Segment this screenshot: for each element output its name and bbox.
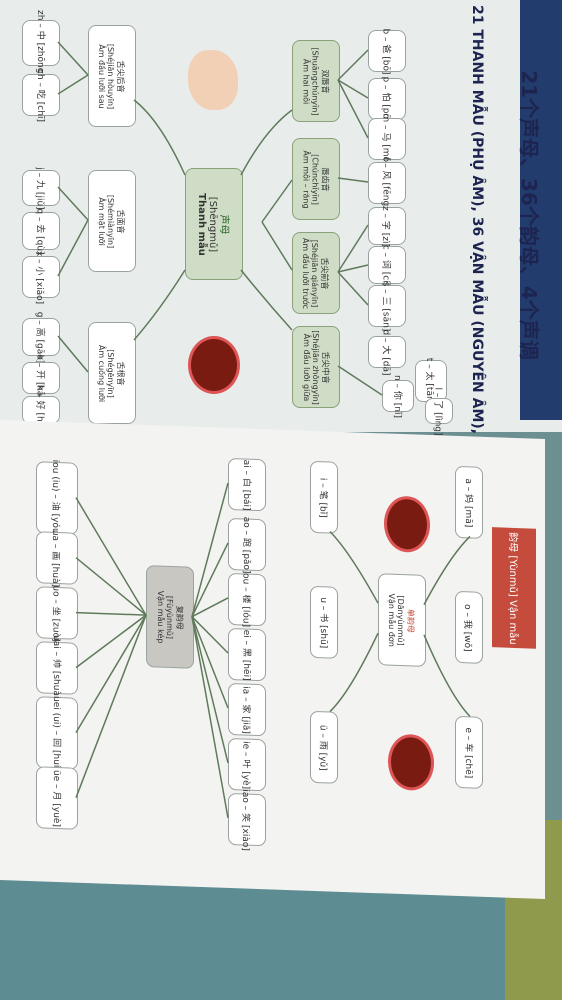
initial-item: d – 大 [dā] bbox=[368, 329, 406, 375]
face-illustration bbox=[188, 50, 238, 110]
initial-item: l – 了 [lìng] bbox=[425, 387, 453, 435]
connector-lines bbox=[57, 41, 383, 396]
initial-item: c – 词 [cí] bbox=[368, 244, 406, 286]
initial-item: m – 马 [mō] bbox=[368, 113, 406, 165]
connector-lines bbox=[75, 482, 471, 819]
group-node: 舌尖后音[Shéjiān hòuyīn]Âm đầu lưỡi sau bbox=[88, 25, 136, 127]
initial-item: z – 字 [zì] bbox=[368, 205, 406, 247]
initial-item: g – 高 [gāo] bbox=[22, 311, 60, 363]
title-band bbox=[520, 0, 562, 420]
initial-item: q – 去 [qù] bbox=[22, 208, 60, 254]
initial-item: j – 九 [jiǔ] bbox=[22, 167, 60, 209]
center-node: 声母 [Shēngmǔ] Thanh mẫu bbox=[185, 168, 243, 280]
initial-item: ch – 吃 [chī] bbox=[22, 69, 60, 121]
group-node: 舌尖前音[Shéjiān qiányīn]Âm đầu lưỡi trước bbox=[292, 232, 340, 314]
initial-item: n – 你 [nǐ] bbox=[382, 374, 414, 418]
initial-item: s – 三 [sān] bbox=[368, 281, 406, 331]
group-node: 舌面音[Shémiànyīn]Âm mặt lưỡi bbox=[88, 170, 136, 272]
initial-item: t – 太 [tān] bbox=[415, 357, 447, 405]
mouth-illustration bbox=[188, 336, 240, 394]
initial-item: b – 爸 [bō] bbox=[368, 28, 406, 74]
initial-item: h – 好 [hǎo] bbox=[22, 384, 60, 436]
initial-item: p – 怕 [pō] bbox=[368, 76, 406, 122]
initial-item: k – 开 [kāi] bbox=[22, 354, 60, 402]
group-node: 舌尖中音[Shéjiān zhōngyīn]Âm đầu lưỡi giữa bbox=[292, 326, 340, 408]
group-node: 双唇音[Shuāngchúnyīn]Âm hai môi bbox=[292, 40, 340, 122]
top-page: 21个声母、36个韵母、4个声调 21 THANH MẪU (PHỤ ÂM), … bbox=[0, 0, 562, 552]
group-node: 唇齿音[Chúnchǐyīn]Âm môi – răng bbox=[292, 138, 340, 220]
initial-item: x – 小 [xiǎo] bbox=[22, 250, 60, 304]
bottom-page: 韵母 [Yùnmǔ] Vận mẫu 单韵母[Dānyùnmǔ]Vận mẫu … bbox=[0, 420, 545, 900]
initial-item: f – 风 [fēng] bbox=[368, 157, 406, 209]
group-node: 舌根音[Shégēnyīn]Âm cuống lưỡi bbox=[88, 322, 136, 424]
